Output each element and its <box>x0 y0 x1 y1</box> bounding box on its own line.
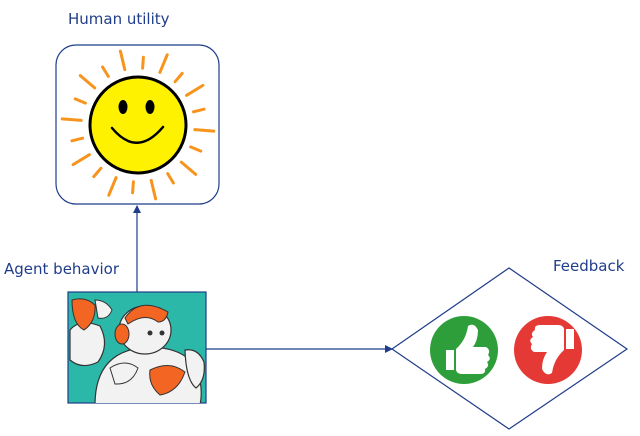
sun-ray <box>173 71 184 84</box>
sun-ray <box>92 166 103 179</box>
sun-ray <box>73 97 87 105</box>
sun-ray <box>158 53 169 74</box>
sun-ray <box>60 117 83 122</box>
sun-ray <box>107 176 118 197</box>
thumbs-up-icon <box>430 316 498 384</box>
sun-ray <box>131 180 135 195</box>
sun-ray <box>179 160 198 176</box>
smiling-sun-icon <box>60 49 216 201</box>
sun-ray <box>118 49 127 72</box>
sun-ray <box>193 128 216 133</box>
sun-ray <box>101 65 110 78</box>
human-utility-node <box>55 44 220 205</box>
feedback-node <box>390 267 629 430</box>
sun-ray <box>185 83 205 97</box>
sun-ray <box>78 74 97 90</box>
sun-ray <box>149 178 158 201</box>
human-utility-label: Human utility <box>68 10 170 28</box>
agent-behavior-label: Agent behavior <box>4 260 120 278</box>
sun-ray <box>71 153 91 167</box>
sun-ray <box>141 55 145 70</box>
sun-ray <box>191 107 206 114</box>
sun-ray <box>189 145 203 153</box>
sun-ray <box>166 172 175 185</box>
agent-behavior-node <box>67 291 207 404</box>
sun-ray <box>70 136 85 143</box>
robot-icon <box>69 298 205 403</box>
feedback-label: Feedback <box>553 257 625 275</box>
thumbs-down-icon <box>514 316 582 384</box>
